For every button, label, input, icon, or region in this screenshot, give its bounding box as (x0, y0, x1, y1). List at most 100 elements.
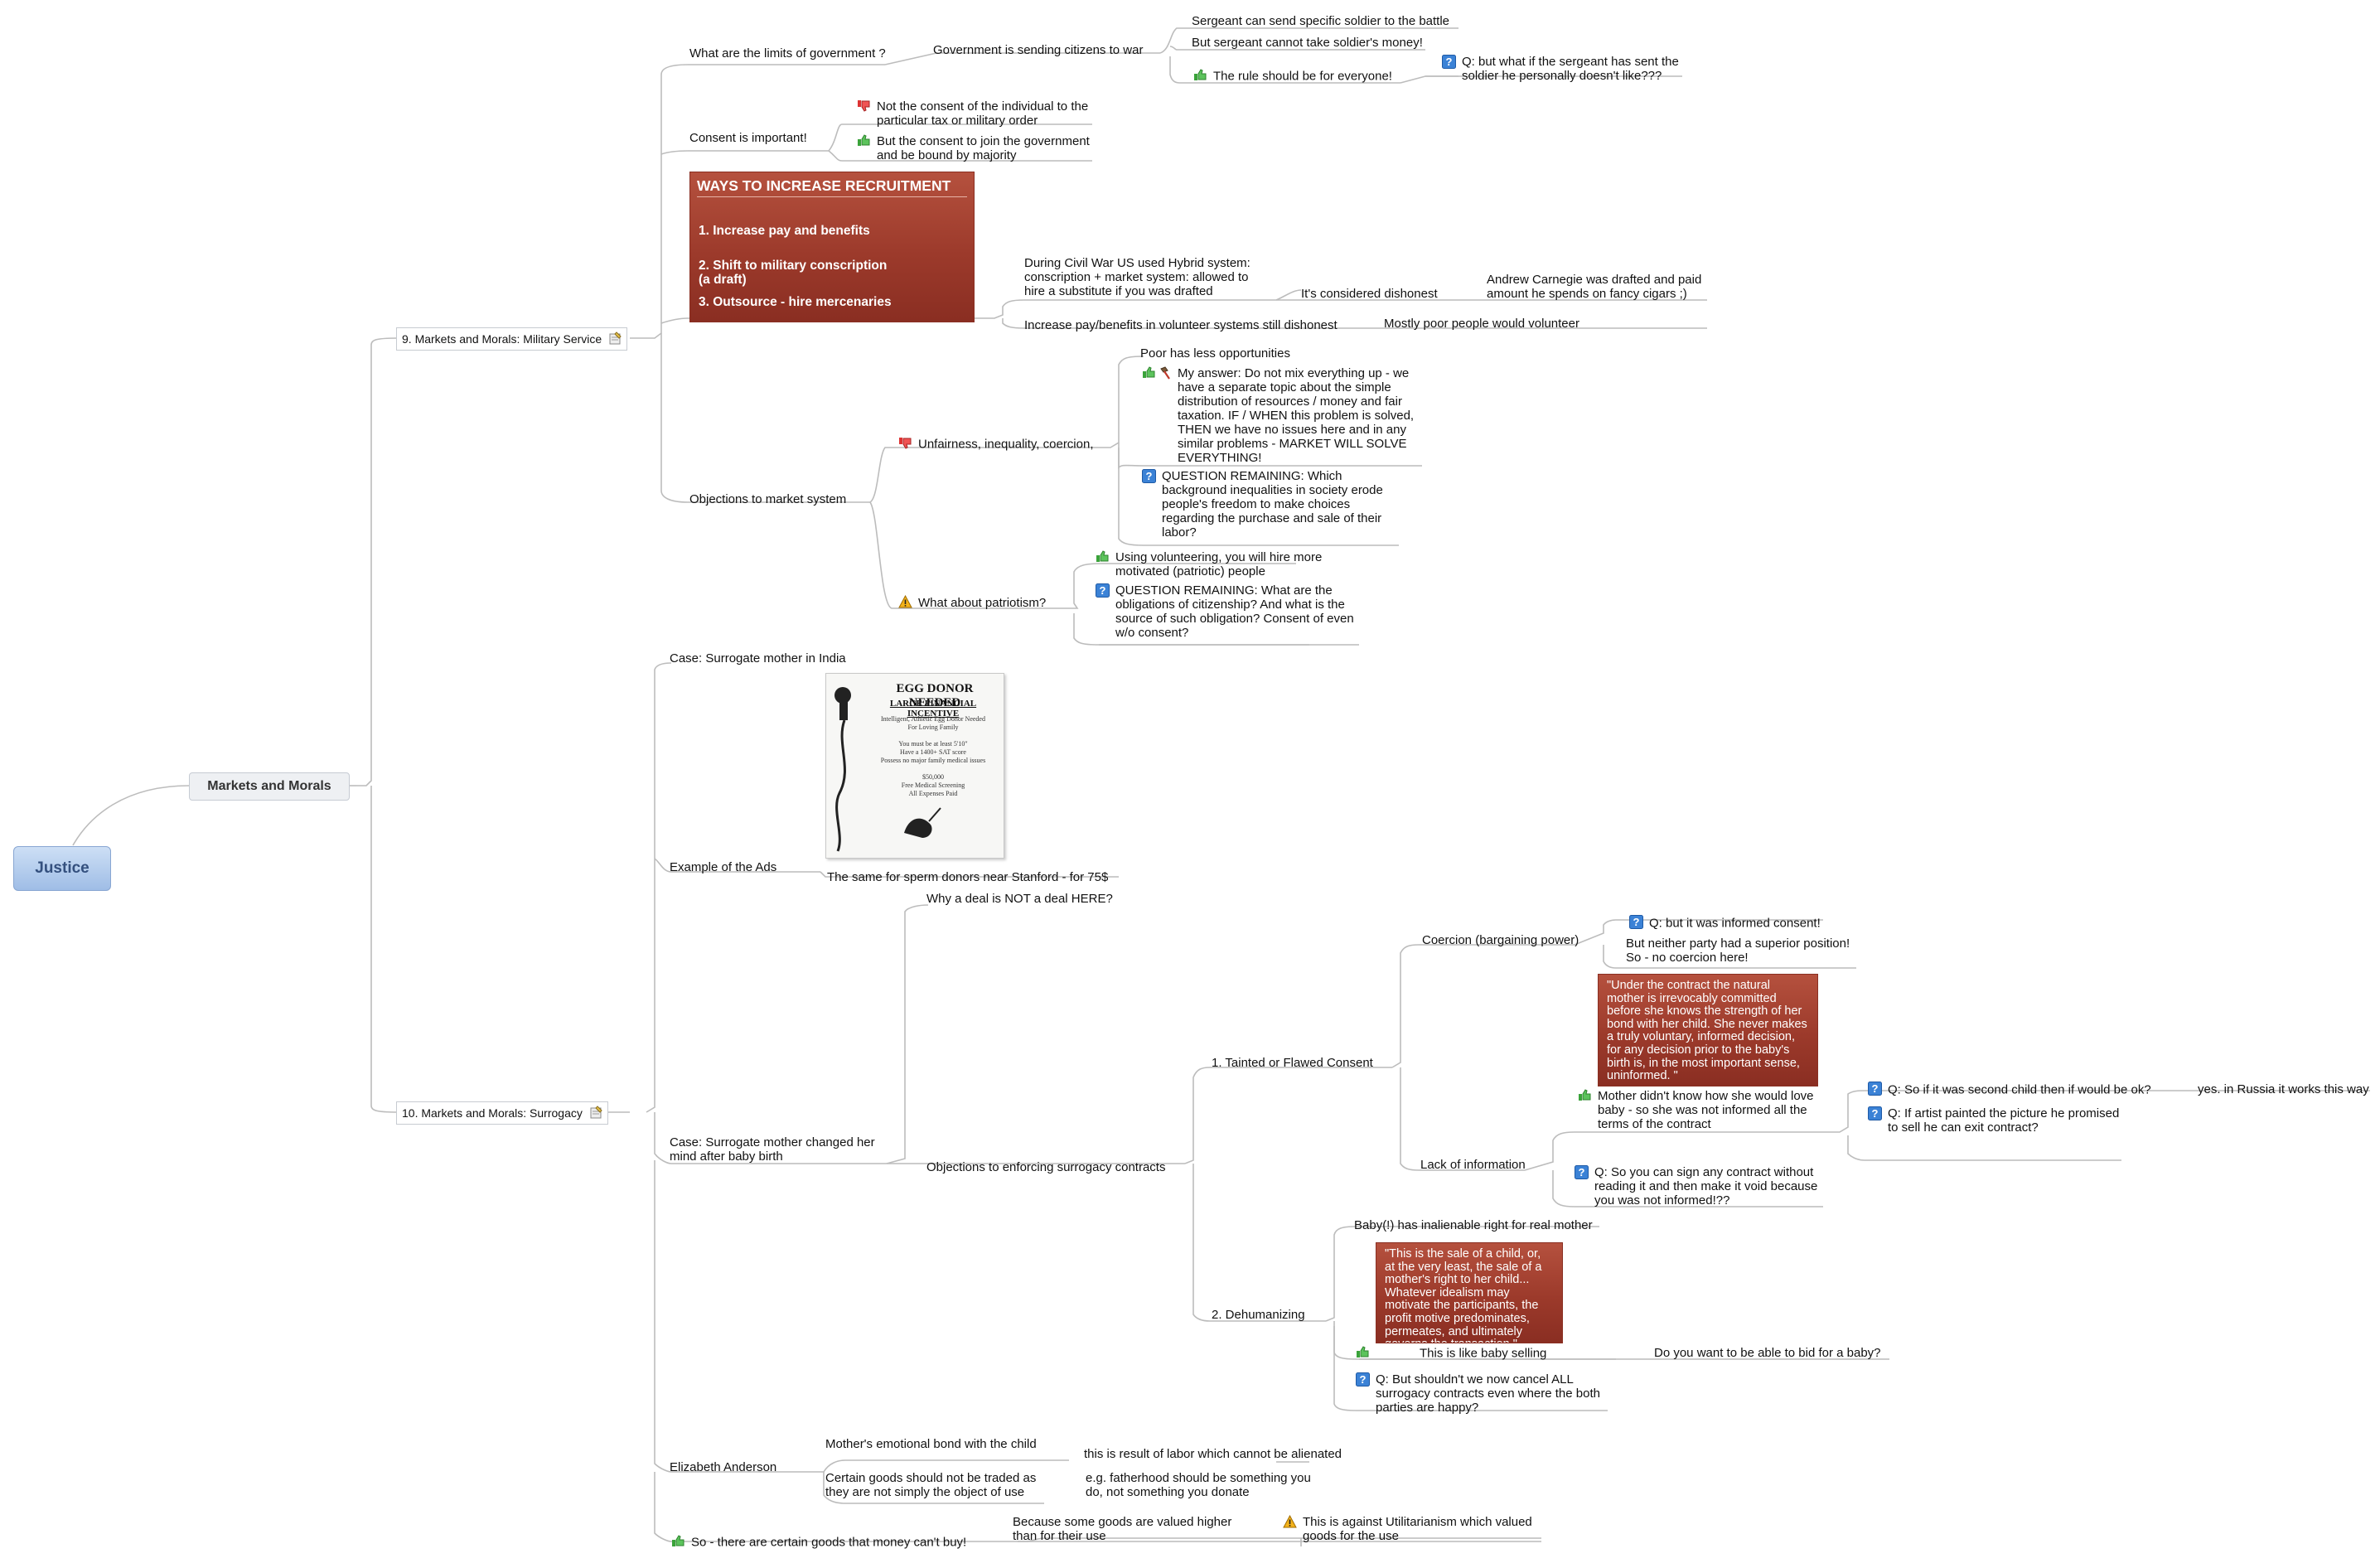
node-dehumanizing[interactable]: 2. Dehumanizing (1212, 1308, 1305, 1322)
section-label: 9. Markets and Morals: Military Service (402, 332, 602, 346)
root-node-justice[interactable]: Justice (13, 846, 111, 891)
image-quote-sale-of-child[interactable]: "This is the sale of a child, or, at the… (1376, 1242, 1563, 1343)
question-icon: ? (1356, 1372, 1370, 1390)
node-tainted-flawed-consent[interactable]: 1. Tainted or Flawed Consent (1212, 1056, 1373, 1070)
thumbs-up-icon (1142, 366, 1156, 382)
node-fatherhood[interactable]: e.g. fatherhood should be something you … (1086, 1471, 1311, 1499)
question-icon: ? (1575, 1165, 1589, 1183)
node-objections-market-system[interactable]: Objections to market system (689, 492, 847, 506)
node-my-answer[interactable]: My answer: Do not mix everything up - we… (1142, 366, 1418, 465)
node-using-volunteering[interactable]: Using volunteering, you will hire more m… (1096, 550, 1347, 578)
main-topic-markets-and-morals[interactable]: Markets and Morals (189, 772, 350, 801)
node-poor-people-volunteer[interactable]: Mostly poor people would volunteer (1384, 317, 1579, 331)
node-lack-of-information[interactable]: Lack of information (1420, 1158, 1526, 1172)
node-like-baby-selling[interactable]: This is like baby selling (1356, 1346, 1546, 1362)
node-q-second-child[interactable]: ? Q: So if it was second child then if wo… (1868, 1082, 2151, 1099)
node-sergeant-send[interactable]: Sergeant can send specific soldier to th… (1192, 14, 1450, 28)
node-example-of-ads[interactable]: Example of the Ads (670, 860, 777, 874)
section-10-surrogacy[interactable]: 10. Markets and Morals: Surrogacy (396, 1101, 608, 1125)
node-surrogate-changed-mind[interactable]: Case: Surrogate mother changed her mind … (670, 1135, 875, 1164)
stork-illustration (904, 807, 941, 838)
node-text: So - there are certain goods that money … (691, 1535, 967, 1550)
node-poor-less-opportunities[interactable]: Poor has less opportunities (1140, 346, 1290, 361)
image-egg-donor-ad[interactable]: EGG DONOR NEEDED LARGE FINANCIAL INCENTI… (825, 673, 1004, 859)
hammer-icon (1158, 366, 1172, 383)
svg-text:?: ? (1872, 1082, 1879, 1095)
svg-text:?: ? (1872, 1107, 1879, 1120)
node-sperm-donors-stanford[interactable]: The same for sperm donors near Stanford … (827, 870, 1109, 884)
node-sergeant-money[interactable]: But sergeant cannot take soldier's money… (1192, 36, 1423, 50)
node-baby-inalienable-right[interactable]: Baby(!) has inalienable right for real m… (1354, 1218, 1593, 1232)
node-q-cancel-all-contracts[interactable]: ?Q: But shouldn't we now cancel ALL surr… (1356, 1372, 1616, 1415)
node-sergeant-question[interactable]: ?Q: but what if the sergeant has sent th… (1442, 55, 1686, 83)
node-text: Not the consent of the individual to the… (877, 99, 1089, 128)
node-certain-goods-not-traded[interactable]: Certain goods should not be traded as th… (825, 1471, 1037, 1499)
node-q-sign-any-contract[interactable]: ?Q: So you can sign any contract without… (1575, 1165, 1826, 1207)
node-yes-in-russia[interactable]: yes. in Russia it works this way (2198, 1082, 2369, 1096)
node-not-consent-individual[interactable]: Not the consent of the individual to the… (857, 99, 1101, 128)
question-icon: ? (1442, 55, 1456, 72)
node-mother-didnt-know[interactable]: Mother didn't know how she would love ba… (1578, 1089, 1821, 1131)
node-text: Q: So if it was second child then if wou… (1888, 1082, 2151, 1097)
node-q-informed-consent[interactable]: ?Q: but it was informed consent! (1629, 915, 1821, 932)
node-text: Mother didn't know how she would love ba… (1598, 1089, 1814, 1131)
svg-text:?: ? (1146, 470, 1153, 482)
node-emotional-bond[interactable]: Mother's emotional bond with the child (825, 1437, 1037, 1451)
question-icon: ? (1096, 583, 1110, 601)
svg-text:?: ? (1360, 1373, 1367, 1386)
node-why-deal-not-deal[interactable]: Why a deal is NOT a deal HERE? (926, 892, 1113, 906)
main-topic-label: Markets and Morals (207, 779, 331, 793)
node-rule-for-everyone[interactable]: The rule should be for everyone! (1193, 69, 1392, 85)
node-text: Using volunteering, you will hire more m… (1115, 550, 1323, 578)
node-question-remaining-inequalities[interactable]: ? QUESTION REMAINING: Which background in… (1142, 469, 1386, 540)
node-text: This is against Utilitarianism which val… (1303, 1515, 1532, 1543)
ad-subtitle: LARGE FINANCIAL INCENTIVE (889, 699, 977, 719)
image-quote-natural-mother[interactable]: "Under the contract the natural mother i… (1598, 974, 1818, 1086)
node-neither-party-superior[interactable]: But neither party had a superior positio… (1626, 936, 1850, 965)
thumbs-up-icon (1096, 550, 1110, 566)
node-sending-citizens-to-war[interactable]: Government is sending citizens to war (933, 43, 1144, 57)
node-objections-surrogacy-contracts[interactable]: Objections to enforcing surrogacy contra… (926, 1160, 1166, 1174)
section-9-military-service[interactable]: 9. Markets and Morals: Military Service (396, 327, 628, 351)
node-money-cant-buy[interactable]: So - there are certain goods that money … (671, 1535, 966, 1551)
node-increase-pay-dishonest[interactable]: Increase pay/benefits in volunteer syste… (1024, 318, 1338, 332)
card-item: 1. Increase pay and benefits (699, 224, 870, 238)
node-considered-dishonest[interactable]: It's considered dishonest (1301, 287, 1438, 301)
node-against-utilitarianism[interactable]: This is against Utilitarianism which val… (1283, 1514, 1543, 1543)
warning-icon (1283, 1514, 1297, 1532)
node-question-citizenship[interactable]: ?QUESTION REMAINING: What are the obliga… (1096, 583, 1356, 640)
card-item: 2. Shift to military conscription (a dra… (699, 259, 888, 287)
node-text: Unfairness, inequality, coercion, (918, 437, 1094, 452)
image-ways-to-increase-recruitment[interactable]: WAYS TO INCREASE RECRUITMENT 1. Increase… (689, 172, 975, 322)
question-icon: ? (1142, 469, 1156, 486)
node-civil-war-hybrid[interactable]: During Civil War US used Hybrid system: … (1024, 256, 1250, 298)
node-text: This is like baby selling (1420, 1346, 1547, 1361)
node-text: QUESTION REMAINING: Which background ine… (1162, 469, 1383, 540)
node-unfairness-inequality[interactable]: Unfairness, inequality, coercion, (898, 437, 1094, 452)
node-coercion-bargaining-power[interactable]: Coercion (bargaining power) (1422, 933, 1579, 947)
ad-title: EGG DONOR NEEDED (896, 682, 974, 709)
node-elizabeth-anderson[interactable]: Elizabeth Anderson (670, 1460, 777, 1474)
node-text: The rule should be for everyone! (1213, 69, 1392, 84)
notes-icon[interactable] (589, 1105, 602, 1121)
node-q-artist-painted[interactable]: ? Q: If artist painted the picture he pro… (1868, 1106, 2128, 1135)
node-result-of-labor[interactable]: this is result of labor which cannot be … (1084, 1447, 1342, 1461)
node-surrogate-india[interactable]: Case: Surrogate mother in India (670, 651, 846, 665)
notes-icon[interactable] (608, 331, 622, 347)
node-what-about-patriotism[interactable]: What about patriotism? (898, 594, 1046, 612)
node-text: Q: If artist painted the picture he prom… (1888, 1106, 2120, 1135)
svg-text:?: ? (1100, 584, 1106, 597)
svg-text:?: ? (1579, 1166, 1585, 1178)
node-limits-of-government[interactable]: What are the limits of government ? (689, 46, 886, 60)
node-consent-join-government[interactable]: But the consent to join the government a… (857, 134, 1101, 162)
thumbs-up-icon (1578, 1089, 1592, 1105)
node-valued-higher[interactable]: Because some goods are valued higher tha… (1013, 1515, 1232, 1543)
root-label: Justice (35, 859, 89, 877)
node-text: Q: but it was informed consent! (1649, 916, 1821, 931)
node-andrew-carnegie[interactable]: Andrew Carnegie was drafted and paid amo… (1487, 273, 1702, 301)
node-bid-for-baby[interactable]: Do you want to be able to bid for a baby… (1654, 1346, 1881, 1360)
node-consent-important[interactable]: Consent is important! (689, 131, 807, 145)
svg-text:?: ? (1446, 56, 1453, 68)
quote-text: "Under the contract the natural mother i… (1607, 979, 1807, 1083)
